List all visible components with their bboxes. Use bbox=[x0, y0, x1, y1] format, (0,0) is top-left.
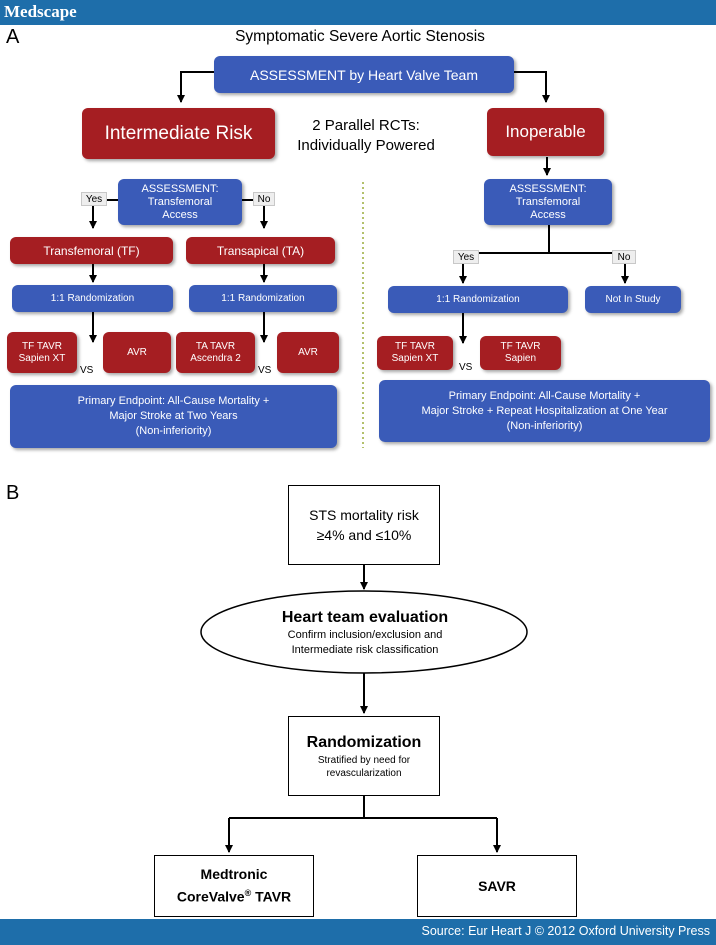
left-randomization-ta-box: 1:1 Randomization bbox=[189, 285, 337, 312]
panel-label-a: A bbox=[6, 26, 20, 48]
source-citation: Source: Eur Heart J © 2012 Oxford Univer… bbox=[421, 924, 710, 938]
avr-label-ta: AVR bbox=[298, 346, 318, 358]
tf-tavr-sapien-line2: Sapien bbox=[504, 353, 537, 364]
right-endpoint-line3: (Non-inferiority) bbox=[506, 419, 583, 432]
right-endpoint-line2: Major Stroke + Repeat Hospitalization at… bbox=[421, 404, 668, 417]
right-assessment-box: ASSESSMENT: Transfemoral Access bbox=[484, 179, 612, 225]
heart-team-text: Heart team evaluation Confirm inclusion/… bbox=[215, 603, 515, 663]
medtronic-line2-a: CoreValve bbox=[176, 888, 245, 905]
left-no-tag: No bbox=[253, 192, 275, 206]
randomization-line2: revascularization bbox=[326, 768, 402, 779]
avr-box-ta: AVR bbox=[277, 332, 339, 373]
not-in-study-box: Not In Study bbox=[585, 286, 681, 313]
left-randomization-tf-box: 1:1 Randomization bbox=[12, 285, 173, 312]
transapical-label: Transapical (TA) bbox=[216, 243, 305, 258]
medtronic-line2: CoreValve® TAVR bbox=[177, 884, 291, 907]
vs-label-ta: VS bbox=[258, 365, 272, 376]
tf-tavr-line2: Sapien XT bbox=[18, 352, 66, 364]
heart-team-line1: Confirm inclusion/exclusion and bbox=[287, 629, 443, 641]
tf-tavr-xt-line2: Sapien XT bbox=[391, 353, 439, 364]
inoperable-label: Inoperable bbox=[505, 122, 586, 141]
left-endpoint-line1: Primary Endpoint: All-Cause Mortality + bbox=[77, 395, 270, 407]
intermediate-risk-box: Intermediate Risk bbox=[82, 108, 275, 159]
heart-team-title: Heart team evaluation bbox=[281, 609, 449, 626]
arrow-to-intermediate bbox=[177, 71, 214, 103]
sts-line1: STS mortality risk bbox=[309, 507, 419, 523]
assessment-team-box: ASSESSMENT by Heart Valve Team bbox=[214, 56, 514, 93]
left-assessment-line3: Access bbox=[162, 208, 198, 221]
ta-tavr-ascendra-box: TA TAVR Ascendra 2 bbox=[176, 332, 255, 373]
tf-tavr-xt-line1: TF TAVR bbox=[395, 341, 435, 352]
right-randomization-label: 1:1 Randomization bbox=[436, 294, 520, 305]
left-assessment-box: ASSESSMENT: Transfemoral Access bbox=[118, 179, 242, 225]
arrow-to-inoperable bbox=[514, 71, 550, 103]
sts-line2: ≥4% and ≤10% bbox=[316, 527, 412, 543]
left-endpoint-box: Primary Endpoint: All-Cause Mortality + … bbox=[10, 385, 337, 448]
randomization-box: Randomization Stratified by need for rev… bbox=[288, 716, 440, 796]
tf-tavr-sapien-xt-right-box: TF TAVR Sapien XT bbox=[377, 336, 453, 370]
header-bar: Medscape bbox=[0, 0, 716, 25]
panel-a-title: Symptomatic Severe Aortic Stenosis bbox=[235, 28, 485, 45]
transfemoral-box: Transfemoral (TF) bbox=[10, 237, 173, 264]
avr-label-tf: AVR bbox=[127, 346, 147, 358]
vs-label-right: VS bbox=[459, 362, 473, 373]
parallel-rcts-line2: Individually Powered bbox=[297, 137, 435, 154]
left-yes-tag: Yes bbox=[81, 192, 107, 206]
right-no-tag: No bbox=[612, 250, 636, 264]
right-yes-tag: Yes bbox=[453, 250, 479, 264]
vs-label-tf: VS bbox=[80, 365, 94, 376]
tf-tavr-line1: TF TAVR bbox=[22, 340, 62, 352]
ta-tavr-line1: TA TAVR bbox=[195, 340, 236, 352]
right-endpoint-line1: Primary Endpoint: All-Cause Mortality + bbox=[448, 389, 641, 402]
transapical-box: Transapical (TA) bbox=[186, 237, 335, 264]
intermediate-risk-label: Intermediate Risk bbox=[104, 122, 253, 144]
medtronic-line1: Medtronic bbox=[200, 866, 268, 883]
left-randomization-ta-label: 1:1 Randomization bbox=[221, 293, 305, 304]
inoperable-box: Inoperable bbox=[487, 108, 604, 156]
left-randomization-tf-label: 1:1 Randomization bbox=[50, 293, 135, 304]
left-assessment-line2: Transfemoral bbox=[147, 195, 213, 208]
parallel-rcts-text: 2 Parallel RCTs: Individually Powered bbox=[270, 115, 462, 157]
not-in-study-label: Not In Study bbox=[605, 294, 661, 305]
savr-box: SAVR bbox=[417, 855, 577, 917]
randomization-title: Randomization bbox=[306, 734, 422, 751]
right-assessment-line2: Transfemoral bbox=[515, 195, 581, 208]
footer-bar: Source: Eur Heart J © 2012 Oxford Univer… bbox=[0, 919, 716, 945]
panel-label-b: B bbox=[6, 482, 20, 504]
parallel-rcts-line1: 2 Parallel RCTs: bbox=[312, 117, 420, 134]
medscape-logo[interactable]: Medscape bbox=[4, 2, 77, 21]
right-endpoint-box: Primary Endpoint: All-Cause Mortality + … bbox=[379, 380, 710, 442]
left-endpoint-line2: Major Stroke at Two Years bbox=[109, 410, 238, 422]
right-assessment-line1: ASSESSMENT: bbox=[509, 182, 587, 195]
medtronic-line2-b: TAVR bbox=[251, 888, 292, 905]
left-assessment-line1: ASSESSMENT: bbox=[141, 182, 219, 195]
transfemoral-label: Transfemoral (TF) bbox=[43, 243, 140, 258]
registered-mark: ® bbox=[244, 888, 252, 899]
randomization-line1: Stratified by need for bbox=[317, 755, 411, 766]
tf-tavr-sapien-line1: TF TAVR bbox=[500, 341, 541, 352]
tf-tavr-sapien-xt-box: TF TAVR Sapien XT bbox=[7, 332, 77, 373]
ta-tavr-line2: Ascendra 2 bbox=[190, 352, 241, 364]
assessment-team-label: ASSESSMENT by Heart Valve Team bbox=[250, 66, 478, 83]
heart-team-ellipse bbox=[200, 590, 528, 674]
avr-box-tf: AVR bbox=[103, 332, 171, 373]
right-randomization-box: 1:1 Randomization bbox=[388, 286, 568, 313]
sts-risk-box: STS mortality risk ≥4% and ≤10% bbox=[288, 485, 440, 565]
savr-label: SAVR bbox=[478, 878, 516, 894]
left-endpoint-line3: (Non-inferiority) bbox=[135, 425, 212, 437]
tf-tavr-sapien-box: TF TAVR Sapien bbox=[480, 336, 561, 370]
right-assessment-line3: Access bbox=[530, 208, 566, 221]
medtronic-corevalve-box: Medtronic CoreValve® TAVR bbox=[154, 855, 314, 917]
heart-team-line2: Intermediate risk classification bbox=[291, 644, 439, 656]
